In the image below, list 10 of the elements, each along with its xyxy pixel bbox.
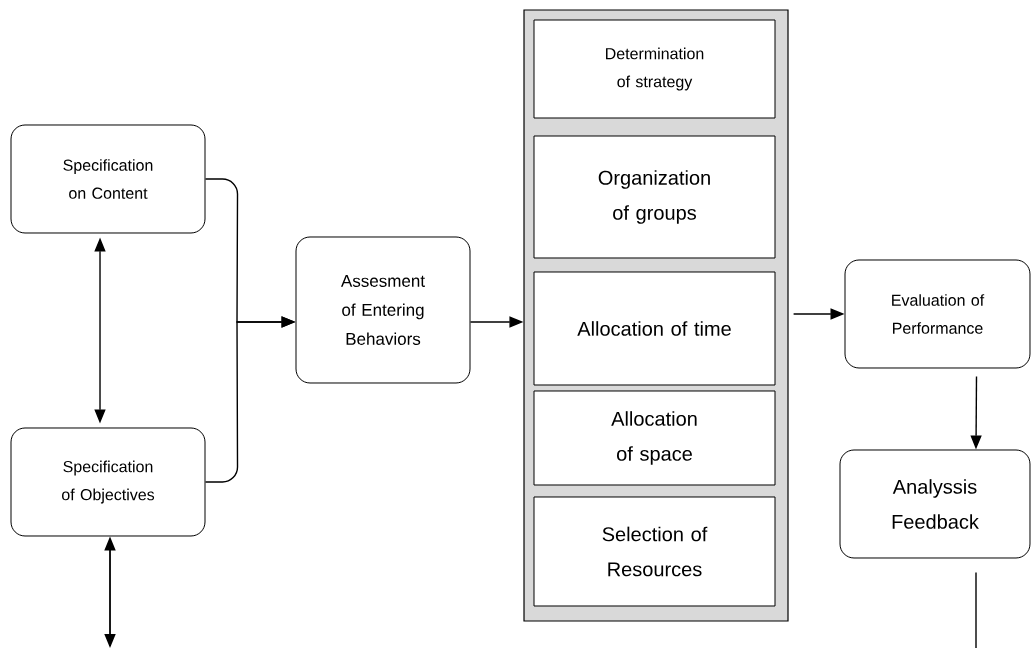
process-box: Specification of Objectives xyxy=(10,427,206,537)
activity-box: Determination of strategy xyxy=(533,19,776,119)
process-box: Specification on Content xyxy=(10,124,206,234)
process-box: Evaluation of Performance xyxy=(844,259,1031,369)
process-box: Analyssis Feedback xyxy=(839,449,1031,559)
activity-box: Allocation of time xyxy=(533,271,776,386)
activity-box: Organization of groups xyxy=(533,135,776,259)
activity-box: Selection of Resources xyxy=(533,496,776,607)
process-box: Assesment of Entering Behaviors xyxy=(295,236,471,384)
activity-box: Allocation of space xyxy=(533,390,776,486)
